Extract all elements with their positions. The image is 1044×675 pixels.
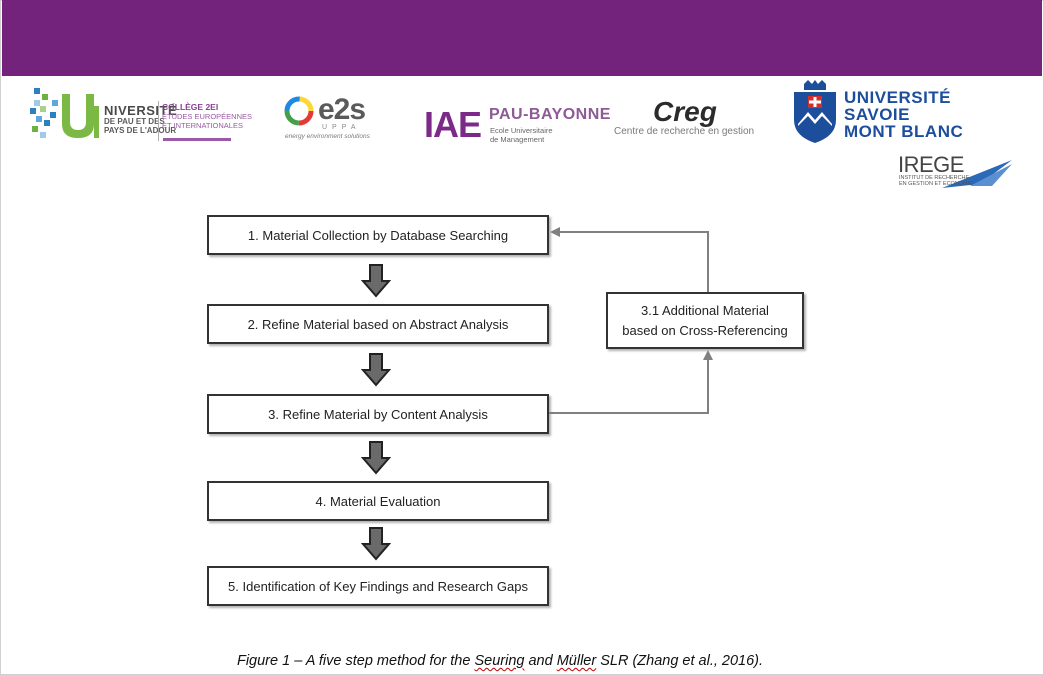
e2s-wordmark: e2s	[318, 93, 366, 126]
step-3-1-box: 3.1 Additional Material based on Cross-R…	[606, 292, 804, 349]
usmb-shield-icon	[794, 80, 836, 143]
e2s-tagline: energy environment solutions	[285, 133, 370, 140]
usmb-wordmark: UNIVERSITÉ SAVOIE MONT BLANC	[844, 88, 964, 141]
iae-name: PAU-BAYONNE	[489, 106, 611, 123]
arrow-step4-to-step5	[361, 527, 391, 561]
college-2ei-label: COLLÈGE 2EI ÉTUDES EUROPÉENNES ET INTERN…	[162, 102, 253, 131]
arrow-step3-to-step4	[361, 441, 391, 475]
uppa-pixel-mark	[30, 88, 99, 138]
e2s-sub: UPPA	[322, 124, 361, 131]
college-underline	[163, 138, 231, 141]
step-1-box: 1. Material Collection by Database Searc…	[207, 215, 549, 255]
irege-wordmark: IREGE	[898, 152, 964, 177]
irege-subtitle: INSTITUT DE RECHERCHE EN GESTION ET ECON…	[899, 175, 973, 187]
step-4-box: 4. Material Evaluation	[207, 481, 549, 521]
figure-caption: Figure 1 – A five step method for the Se…	[236, 653, 764, 669]
irege-wing-icon	[942, 160, 1012, 188]
arrow-step2-to-step3	[361, 353, 391, 387]
creg-tagline: Centre de recherche en gestion	[614, 126, 755, 137]
uppa-divider	[158, 101, 159, 141]
step-3-box: 3. Refine Material by Content Analysis	[207, 394, 549, 434]
iae-mark: IAE	[424, 104, 482, 145]
e2s-ring-icon	[284, 96, 314, 126]
step-5-box: 5. Identification of Key Findings and Re…	[207, 566, 549, 606]
header-banner	[2, 0, 1042, 76]
step-2-box: 2. Refine Material based on Abstract Ana…	[207, 304, 549, 344]
iae-subtitle: Ecole Universitaire de Management	[490, 126, 553, 144]
creg-wordmark: Creg	[653, 96, 717, 127]
arrow-step1-to-step2	[361, 264, 391, 298]
